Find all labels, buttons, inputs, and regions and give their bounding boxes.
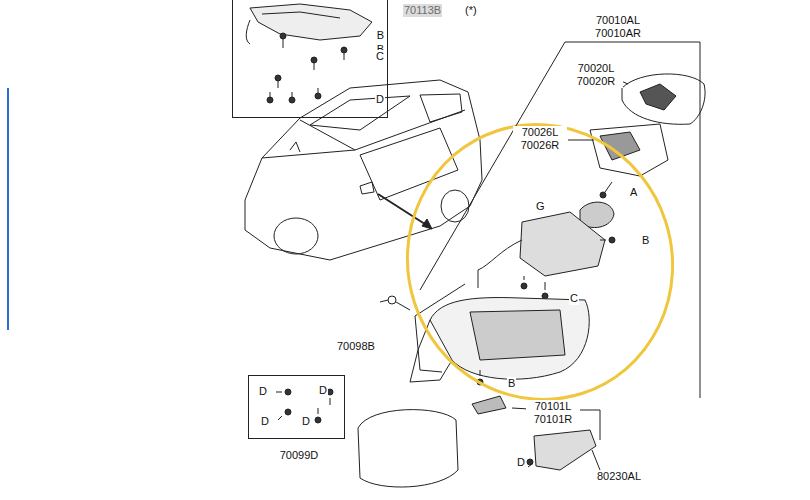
group-outline (232, 0, 388, 118)
callout-letter: D (516, 456, 526, 469)
callout-letter: D (301, 415, 311, 428)
group-outline (405, 10, 705, 404)
part-number: 70026L 70026R (513, 126, 567, 152)
callout-letter: D (260, 415, 270, 428)
assembly-outline (420, 42, 700, 398)
callout-letter: B (507, 377, 516, 390)
callout-letter: D (258, 385, 268, 398)
part-number: 70101L 70101R (526, 400, 580, 426)
inset-frame (249, 376, 345, 439)
part-number: 70098B (336, 340, 376, 353)
parts-group: D D D D 70099D (248, 375, 346, 470)
callout-letter: A (629, 186, 638, 199)
part-number: 70020L 70020R (569, 62, 623, 88)
part-number: 70113B (403, 4, 442, 17)
part-number: 70010AL 70010AR (587, 14, 649, 40)
callout-letter: G (535, 200, 546, 213)
callout-letter: D (375, 93, 385, 106)
part-number: 80230AL (596, 470, 642, 483)
part-number: (*) (464, 4, 478, 17)
callout-letter: C (375, 50, 385, 63)
callout-letter: D (318, 384, 328, 397)
callout-letter: B (641, 234, 650, 247)
parts-group: 70010AL 70010AR 70020L 70020R 70026L 70026… (405, 10, 705, 404)
parts-group: BBCDDD (232, 0, 388, 118)
callout-letter: B (376, 29, 385, 42)
inset-frame (233, 0, 388, 118)
part-number: 70099D (272, 449, 326, 462)
callout-letter: C (569, 292, 579, 305)
